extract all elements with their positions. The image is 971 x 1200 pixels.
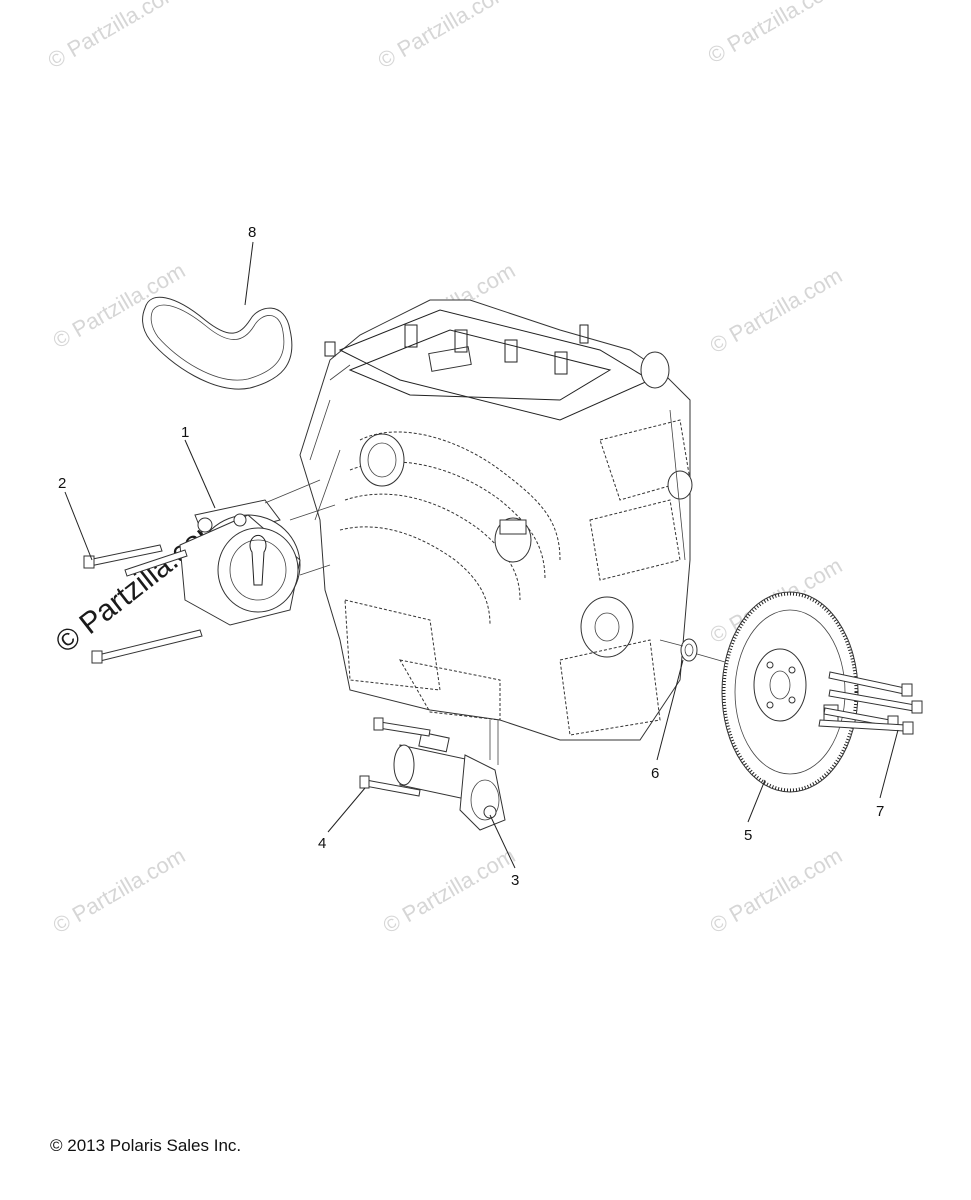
callout-5: 5 — [744, 827, 752, 844]
callout-4: 4 — [318, 835, 326, 852]
drive-belt-part — [142, 296, 293, 390]
flywheel-part — [721, 591, 859, 793]
callout-1: 1 — [181, 424, 189, 441]
flywheel-bolts-part — [818, 671, 923, 735]
alternator-part — [179, 499, 301, 626]
alternator-bolts-part — [83, 544, 203, 664]
pilot-bushing-part — [680, 638, 698, 662]
engine-assembly — [299, 299, 693, 741]
assembly-lines — [264, 479, 726, 765]
callout-3: 3 — [511, 872, 519, 889]
callout-8: 8 — [248, 224, 256, 241]
callout-6: 6 — [651, 765, 659, 782]
copyright-notice: © 2013 Polaris Sales Inc. — [50, 1136, 242, 1155]
leader-lines — [64, 241, 899, 869]
callout-2: 2 — [58, 475, 66, 492]
starter-motor-part — [393, 731, 506, 831]
callout-7: 7 — [876, 803, 884, 820]
